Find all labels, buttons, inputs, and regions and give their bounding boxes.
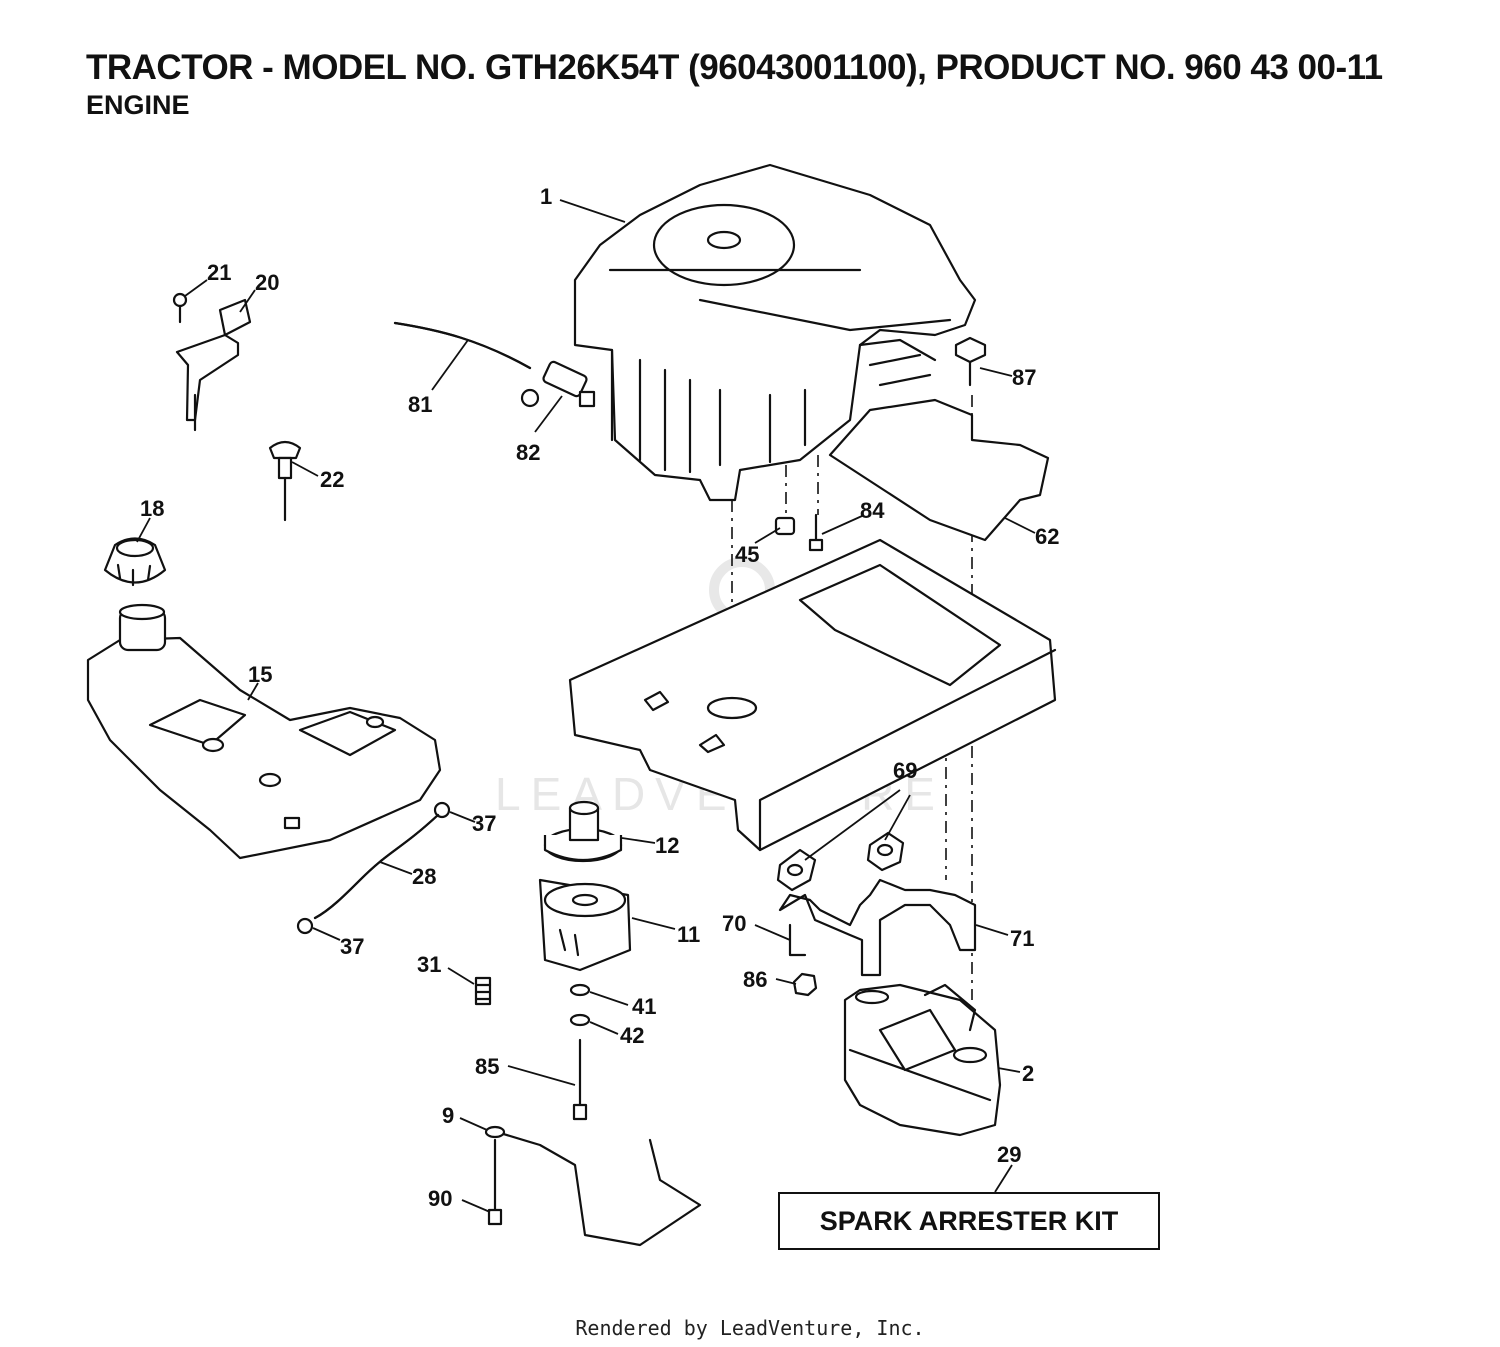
- footer-credit: Rendered by LeadVenture, Inc.: [575, 1316, 925, 1340]
- hose-clamp-lower[interactable]: [296, 917, 314, 935]
- heat-shield[interactable]: [828, 398, 1050, 542]
- callout-37-upper: 37: [472, 811, 496, 836]
- bolt[interactable]: [808, 513, 824, 552]
- choke-knob[interactable]: [268, 440, 302, 522]
- callout-90: 90: [428, 1186, 452, 1211]
- fuel-cap[interactable]: [103, 537, 167, 587]
- callout-leaders: [136, 199, 1036, 1213]
- shield-knob[interactable]: [954, 336, 987, 387]
- engine-assembly[interactable]: [573, 163, 977, 502]
- clutch-bolt[interactable]: [572, 1038, 588, 1121]
- spark-arrester-kit-box: SPARK ARRESTER KIT: [778, 1192, 1160, 1250]
- hose-clamp-upper[interactable]: [433, 801, 451, 819]
- callout-31: 31: [417, 952, 441, 977]
- lock-washer[interactable]: [569, 1013, 591, 1027]
- manifold-nut[interactable]: [792, 972, 818, 997]
- callout-69: 69: [893, 758, 917, 783]
- callout-20: 20: [255, 270, 279, 295]
- callout-70: 70: [722, 911, 746, 936]
- callout-28: 28: [412, 864, 436, 889]
- callout-9: 9: [442, 1103, 454, 1128]
- pulley[interactable]: [543, 800, 623, 863]
- exhaust-gasket-right[interactable]: [866, 831, 905, 872]
- engine-deck-frame[interactable]: [568, 538, 1057, 852]
- screw[interactable]: [487, 1138, 503, 1226]
- exhaust-manifold[interactable]: [778, 878, 977, 977]
- callout-81: 81: [408, 392, 432, 417]
- callout-82: 82: [516, 440, 540, 465]
- rod-bracket[interactable]: [484, 1125, 702, 1247]
- callout-15: 15: [248, 662, 272, 687]
- fuel-line[interactable]: [313, 813, 440, 920]
- washer[interactable]: [569, 983, 591, 997]
- callout-37-lower: 37: [340, 934, 364, 959]
- callout-71: 71: [1010, 926, 1034, 951]
- callout-45: 45: [735, 542, 759, 567]
- callout-62: 62: [1035, 524, 1059, 549]
- callout-1: 1: [540, 184, 552, 209]
- nut[interactable]: [774, 516, 796, 536]
- callout-29: 29: [997, 1142, 1021, 1167]
- callout-85: 85: [475, 1054, 499, 1079]
- callout-84: 84: [860, 498, 885, 523]
- callout-21: 21: [207, 260, 231, 285]
- bracket-assembly[interactable]: [172, 292, 252, 432]
- fuel-shutoff-valve[interactable]: [520, 360, 596, 408]
- callout-22: 22: [320, 467, 344, 492]
- page-title: TRACTOR - MODEL NO. GTH26K54T (960430011…: [86, 48, 1383, 87]
- callout-labels: 1 21 20 81 82 87 22 18 84 45 62 15 69 37…: [140, 184, 1059, 1211]
- callout-2: 2: [1022, 1061, 1034, 1086]
- muffler[interactable]: [843, 983, 1002, 1137]
- callout-41: 41: [632, 994, 656, 1019]
- callout-42: 42: [620, 1023, 644, 1048]
- section-title: ENGINE: [86, 90, 190, 120]
- callout-87: 87: [1012, 365, 1036, 390]
- spring[interactable]: [474, 976, 492, 1006]
- callout-18: 18: [140, 496, 164, 521]
- callout-11: 11: [677, 922, 700, 947]
- fuel-hose[interactable]: [393, 321, 532, 370]
- callout-86: 86: [743, 967, 767, 992]
- fuel-tank[interactable]: [86, 603, 442, 860]
- callout-12: 12: [655, 833, 679, 858]
- electric-clutch[interactable]: [538, 878, 632, 972]
